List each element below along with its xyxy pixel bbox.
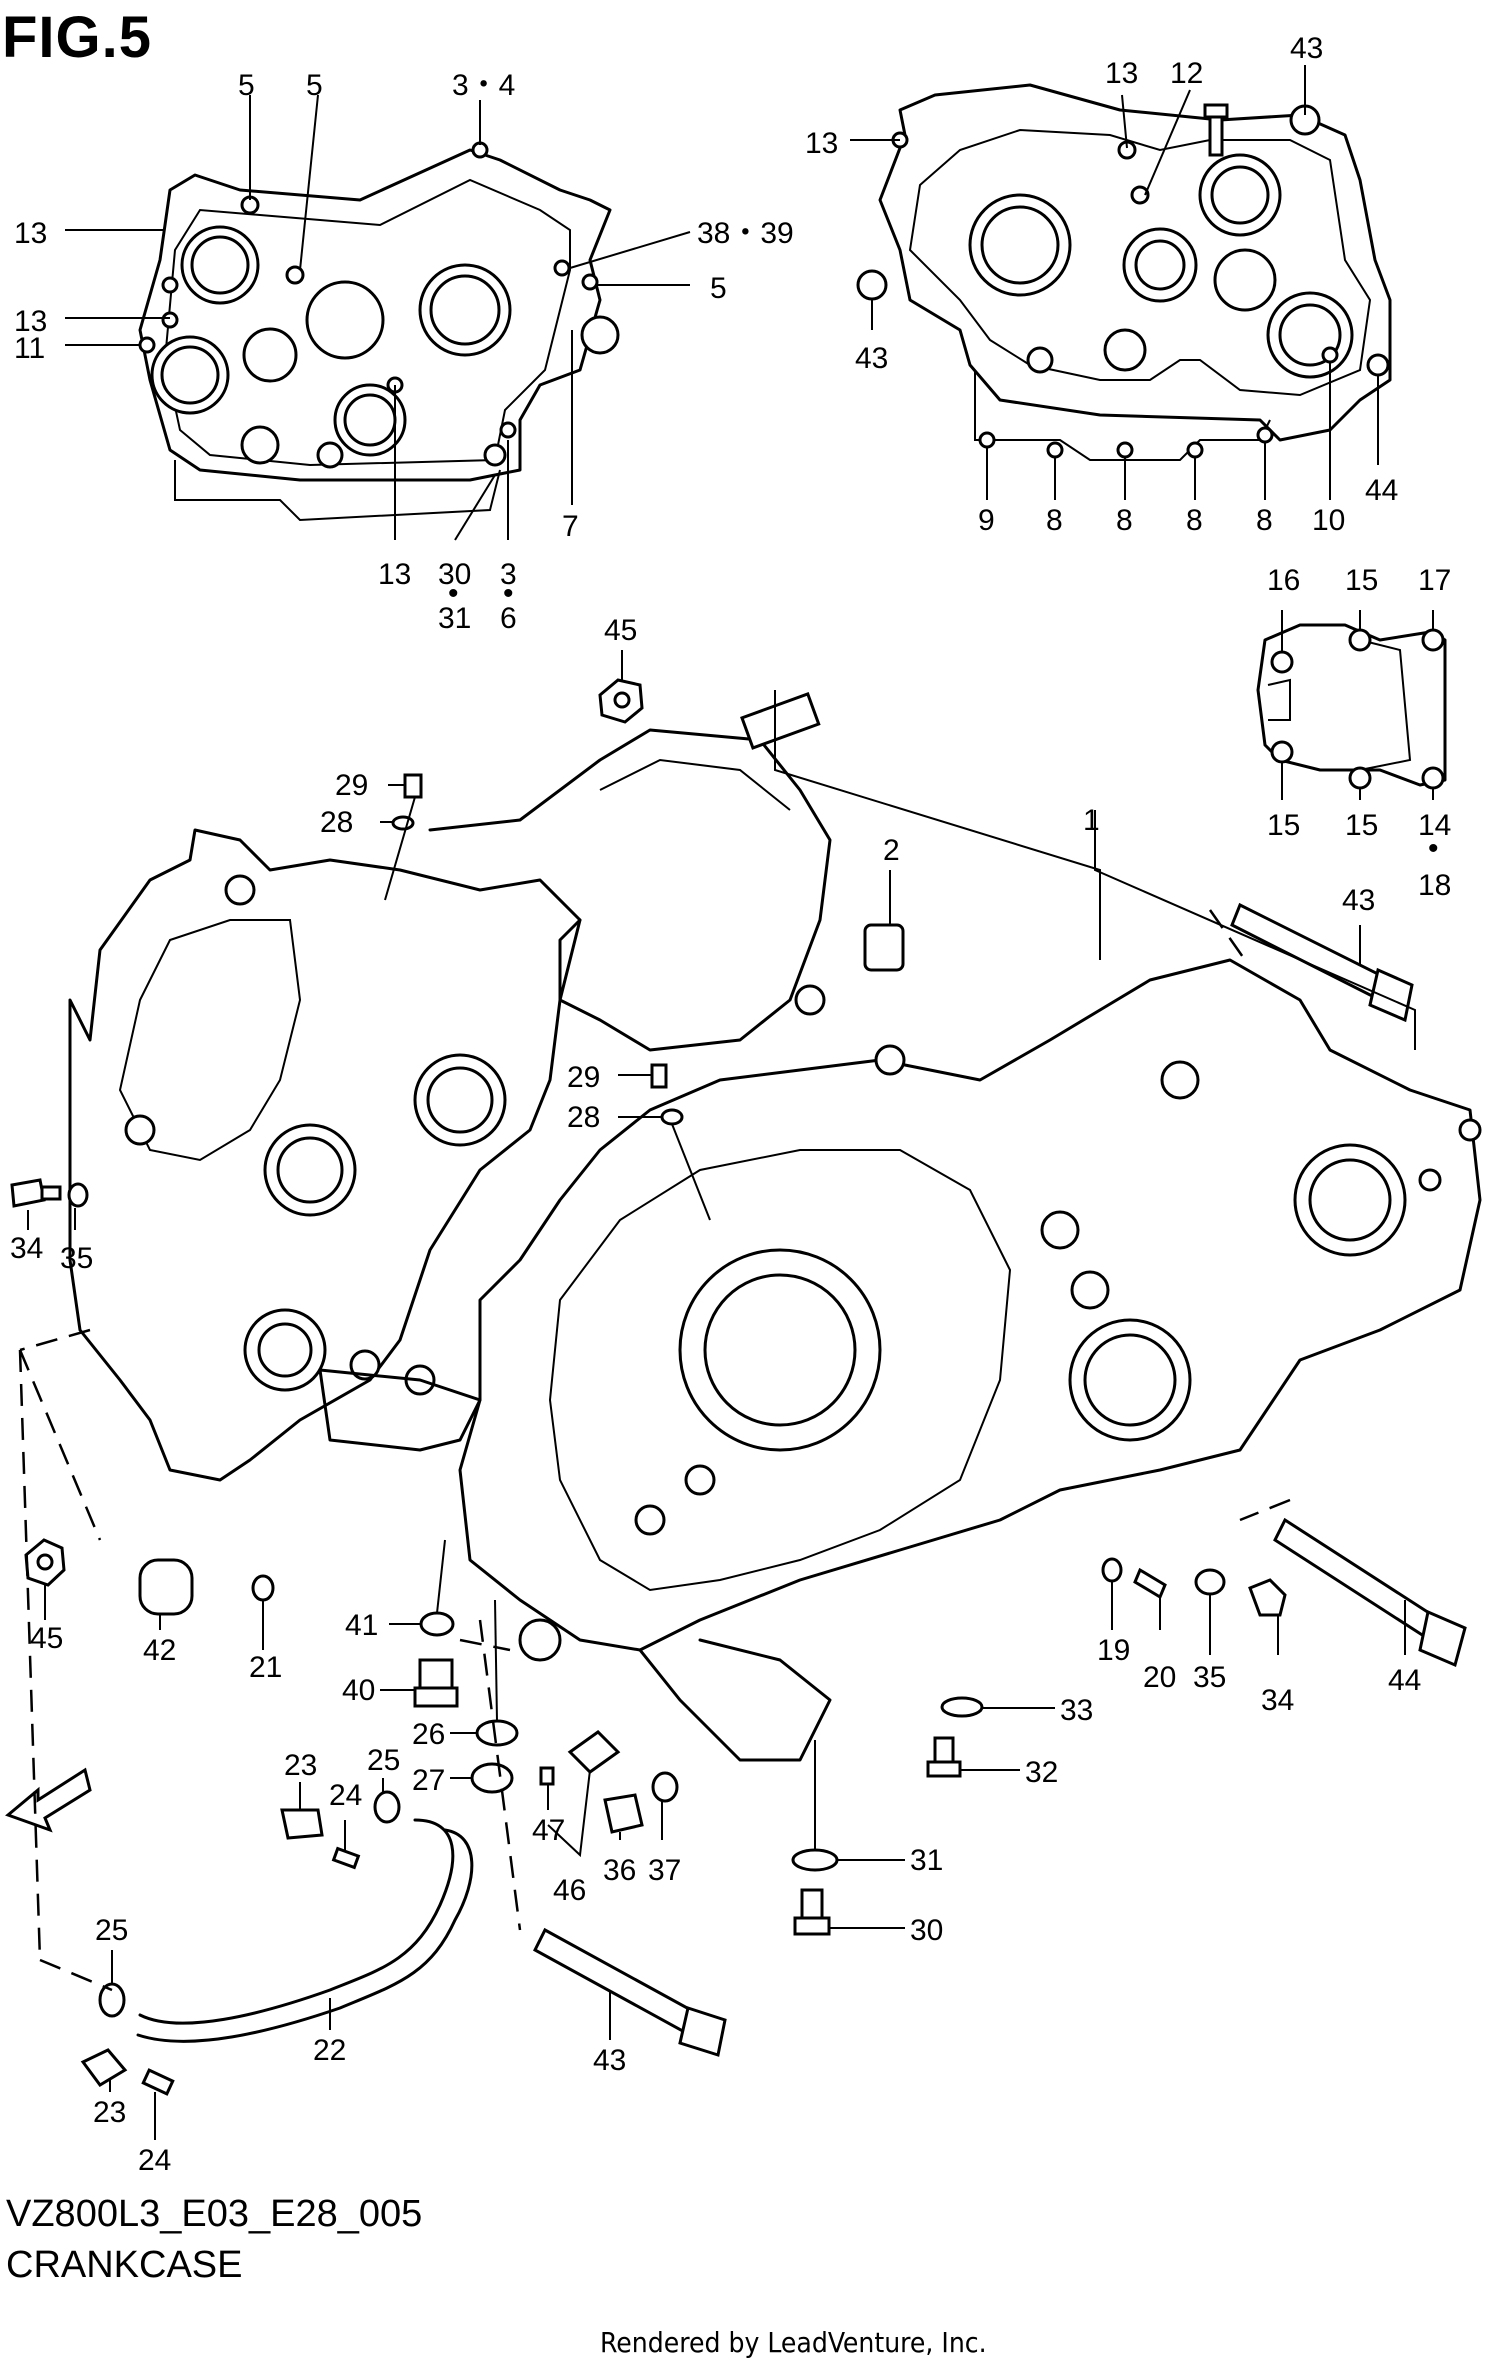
callout-number: 45	[604, 614, 637, 647]
callout-number: 3・4	[452, 69, 515, 102]
figure-title: FIG.5	[2, 5, 153, 70]
callout-number: 25	[95, 1914, 128, 1947]
diagram-name: CRANKCASE	[6, 2244, 243, 2286]
callout-number: 27	[412, 1764, 445, 1797]
callout-number: 23	[93, 2096, 126, 2129]
callout-number: 22	[313, 2034, 346, 2067]
callout-number: 13	[14, 305, 47, 338]
callout-number: 28	[567, 1101, 600, 1134]
callout-number: 9	[978, 504, 995, 537]
callout-number: 6	[500, 602, 517, 635]
callout-number: 43	[1342, 884, 1375, 917]
callout-number: 8	[1186, 504, 1203, 537]
model-code: VZ800L3_E03_E28_005	[6, 2193, 423, 2235]
callout-number: 23	[284, 1749, 317, 1782]
callout-number: 31	[438, 602, 471, 635]
callout-number: 38・39	[697, 217, 794, 250]
callout-number: 43	[855, 342, 888, 375]
callout-number: 8	[1046, 504, 1063, 537]
callout-number: 13	[805, 127, 838, 160]
callout-number: 13	[14, 217, 47, 250]
callout-labels: 5 5 3・4 13 38・39 5 13 11 7 13 30 • 31 3 …	[10, 32, 1451, 2177]
callout-number: 44	[1388, 1664, 1421, 1697]
callout-number: 12	[1170, 57, 1203, 90]
callout-number: 35	[60, 1242, 93, 1275]
callout-number: 24	[138, 2144, 171, 2177]
callout-number: 30	[438, 558, 471, 591]
callout-number: 21	[249, 1651, 282, 1684]
callout-number: 42	[143, 1634, 176, 1667]
callout-number: 1	[1083, 804, 1100, 837]
callout-number: 11	[14, 332, 45, 365]
callout-number: •	[1428, 832, 1439, 865]
callout-number: 28	[320, 806, 353, 839]
callout-number: 5	[306, 69, 323, 102]
callout-number: 5	[238, 69, 255, 102]
left-crankcase-half-view	[138, 141, 620, 522]
leader-lines	[18, 65, 1434, 2140]
callout-number: 29	[567, 1061, 600, 1094]
callout-number: 15	[1345, 564, 1378, 597]
callout-number: 2	[883, 834, 900, 867]
callout-number: 33	[1060, 1694, 1093, 1727]
callout-number: 32	[1025, 1756, 1058, 1789]
callout-number: 37	[648, 1854, 681, 1887]
right-crankcase-half-view	[856, 83, 1392, 461]
callout-number: 45	[30, 1622, 63, 1655]
callout-number: 18	[1418, 869, 1451, 902]
callout-number: 29	[335, 769, 368, 802]
callout-number: 16	[1267, 564, 1300, 597]
callout-number: 36	[603, 1854, 636, 1887]
cover-detail-view	[1256, 623, 1447, 790]
callout-number: 41	[345, 1609, 378, 1642]
render-credit: Rendered by LeadVenture, Inc.	[600, 2326, 987, 2359]
callout-number: 31	[910, 1844, 943, 1877]
main-crankcase-assembly	[68, 692, 1482, 1762]
callout-number: 17	[1418, 564, 1451, 597]
callout-number: 8	[1256, 504, 1273, 537]
callout-number: 24	[329, 1779, 362, 1812]
callout-number: 35	[1193, 1661, 1226, 1694]
callout-number: 13	[1105, 57, 1138, 90]
callout-number: 43	[593, 2044, 626, 2077]
callout-number: 34	[1261, 1684, 1294, 1717]
callout-number: 34	[10, 1232, 43, 1265]
callout-number: 20	[1143, 1661, 1176, 1694]
callout-number: 7	[562, 510, 579, 543]
callout-number: 8	[1116, 504, 1133, 537]
callout-number: 15	[1267, 809, 1300, 842]
callout-number: 47	[532, 1814, 565, 1847]
callout-number: •	[503, 577, 514, 610]
callout-number: 15	[1345, 809, 1378, 842]
callout-number: 19	[1097, 1634, 1130, 1667]
callout-number: 43	[1290, 32, 1323, 65]
callout-number: •	[448, 577, 459, 610]
callout-number: 40	[342, 1674, 375, 1707]
callout-number: 13	[378, 558, 411, 591]
callout-number: 30	[910, 1914, 943, 1947]
callout-number: 14	[1418, 809, 1451, 842]
callout-number: 26	[412, 1718, 445, 1751]
callout-number: 10	[1312, 504, 1345, 537]
callout-number: 46	[553, 1874, 586, 1907]
callout-number: 3	[500, 558, 517, 591]
small-parts	[5, 678, 1467, 2096]
callout-number: 5	[710, 272, 727, 305]
callout-number: 25	[367, 1744, 400, 1777]
callout-number: 44	[1365, 474, 1398, 507]
